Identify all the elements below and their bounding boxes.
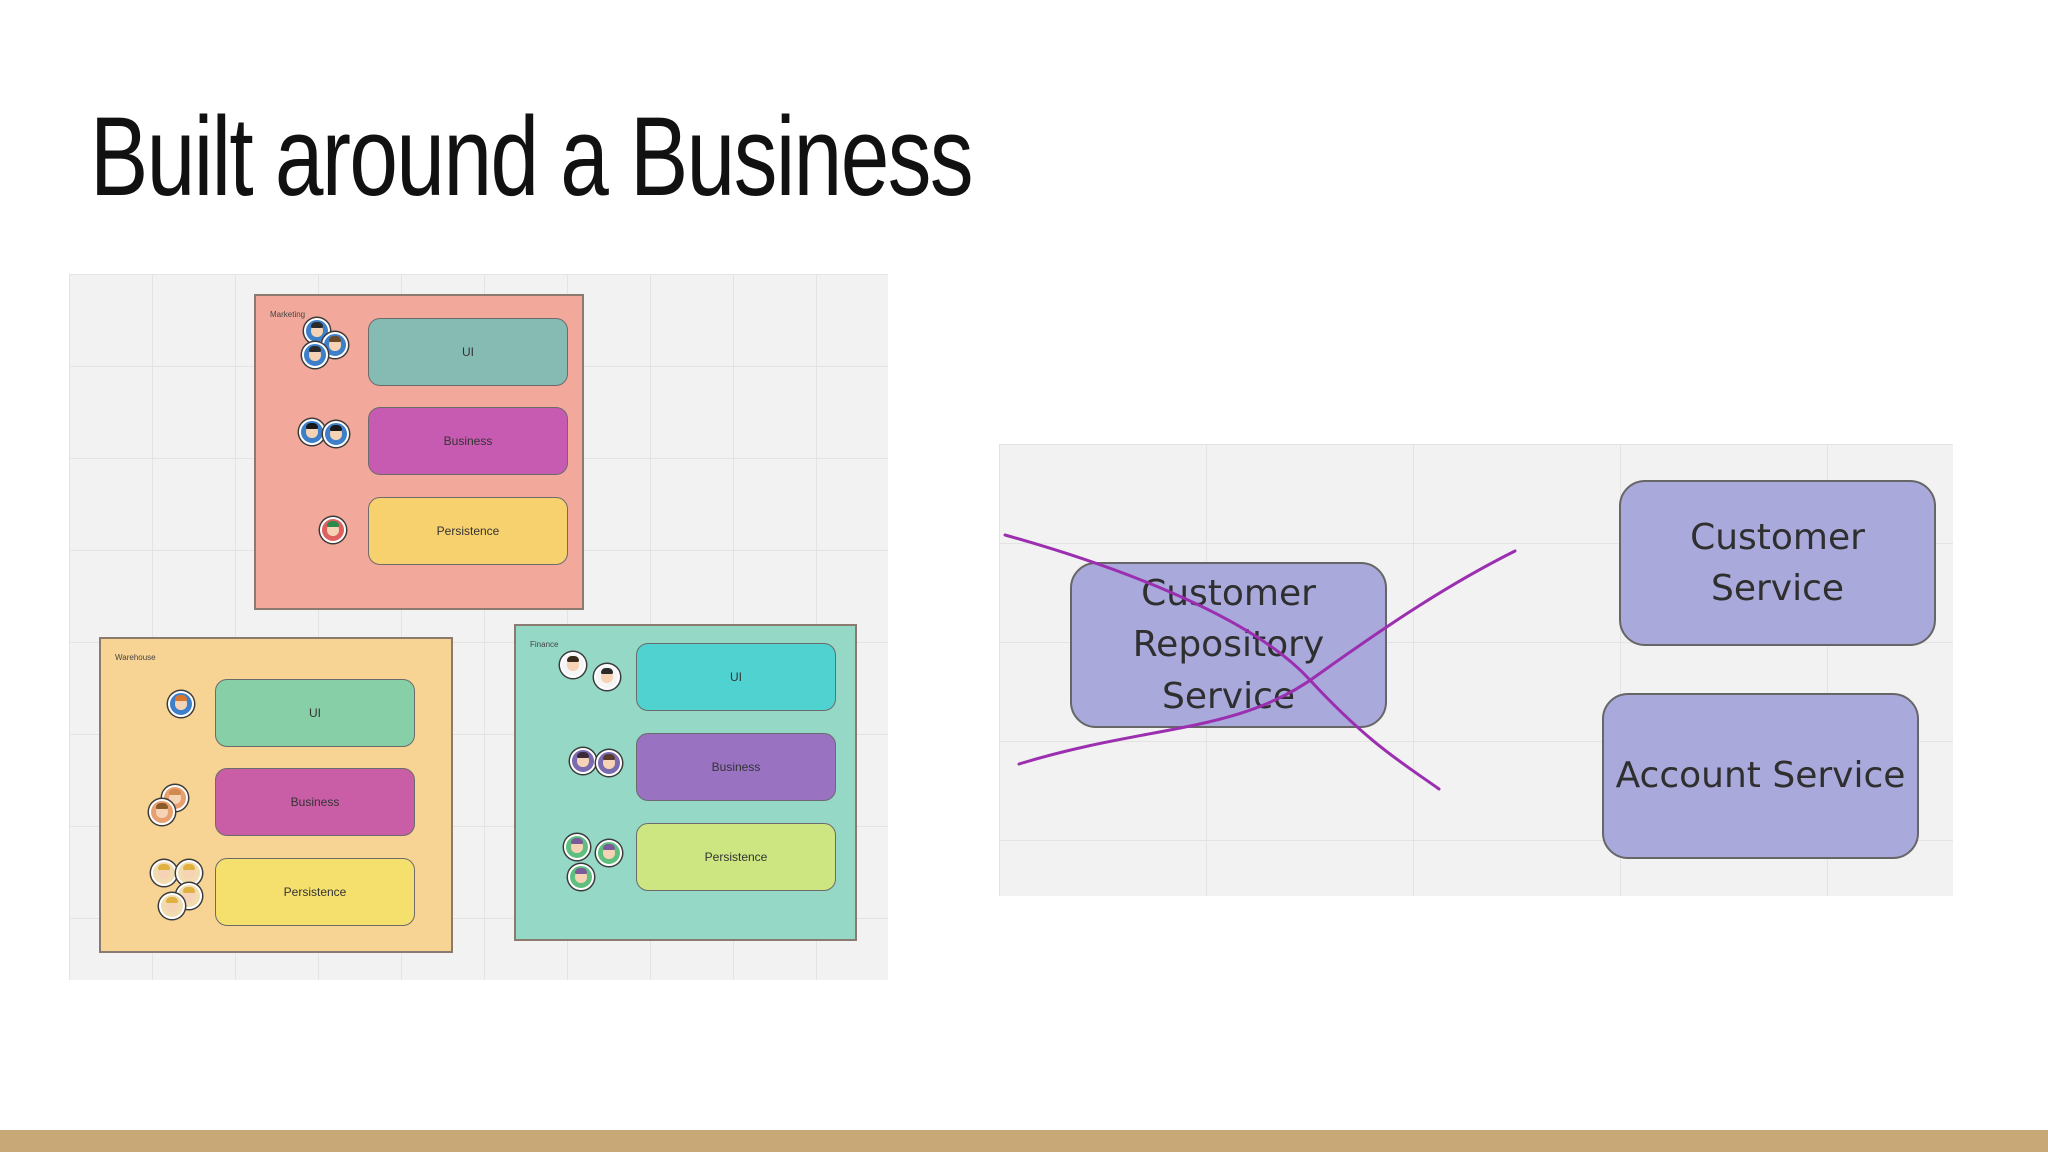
- person-icon: [570, 748, 596, 774]
- person-icon: [596, 750, 622, 776]
- marketing-business-layer: Business: [368, 407, 568, 475]
- person-icon: [159, 893, 185, 919]
- person-icon: [149, 799, 175, 825]
- person-icon: [564, 834, 590, 860]
- person-icon: [299, 419, 325, 445]
- marketing-ui-layer: UI: [368, 318, 568, 386]
- team-layers-diagram: Marketing UI Business Persistence Wareho…: [69, 274, 888, 980]
- person-icon: [568, 864, 594, 890]
- warehouse-business-layer: Business: [215, 768, 415, 836]
- marketing-frame: Marketing UI Business Persistence: [254, 294, 584, 610]
- person-icon: [302, 342, 328, 368]
- person-icon: [594, 664, 620, 690]
- customer-repository-service-box: Customer Repository Service: [1070, 562, 1387, 728]
- person-icon: [596, 840, 622, 866]
- person-icon: [560, 652, 586, 678]
- person-icon: [322, 332, 348, 358]
- customer-service-box: Customer Service: [1619, 480, 1936, 646]
- marketing-label: Marketing: [270, 310, 306, 319]
- finance-label: Finance: [530, 640, 559, 649]
- finance-frame: Finance UI Business Persistence: [514, 624, 857, 941]
- finance-business-layer: Business: [636, 733, 836, 801]
- warehouse-ui-layer: UI: [215, 679, 415, 747]
- person-icon: [151, 860, 177, 886]
- strike-line: [1017, 549, 1517, 766]
- person-icon: [304, 318, 330, 344]
- warehouse-persistence-layer: Persistence: [215, 858, 415, 926]
- services-diagram: Customer Repository Service Customer Ser…: [999, 444, 1953, 896]
- person-icon: [320, 517, 346, 543]
- finance-ui-layer: UI: [636, 643, 836, 711]
- strike-through-marks: [1003, 533, 1517, 791]
- slide-title: Built around a Business: [90, 94, 974, 219]
- finance-persistence-layer: Persistence: [636, 823, 836, 891]
- marketing-persistence-layer: Persistence: [368, 497, 568, 565]
- strike-line: [1003, 533, 1441, 791]
- bottom-accent-bar: [0, 1130, 2048, 1152]
- account-service-box: Account Service: [1602, 693, 1919, 859]
- warehouse-frame: Warehouse UI Business Persistence: [99, 637, 453, 953]
- person-icon: [323, 421, 349, 447]
- warehouse-label: Warehouse: [115, 653, 156, 662]
- person-icon: [168, 691, 194, 717]
